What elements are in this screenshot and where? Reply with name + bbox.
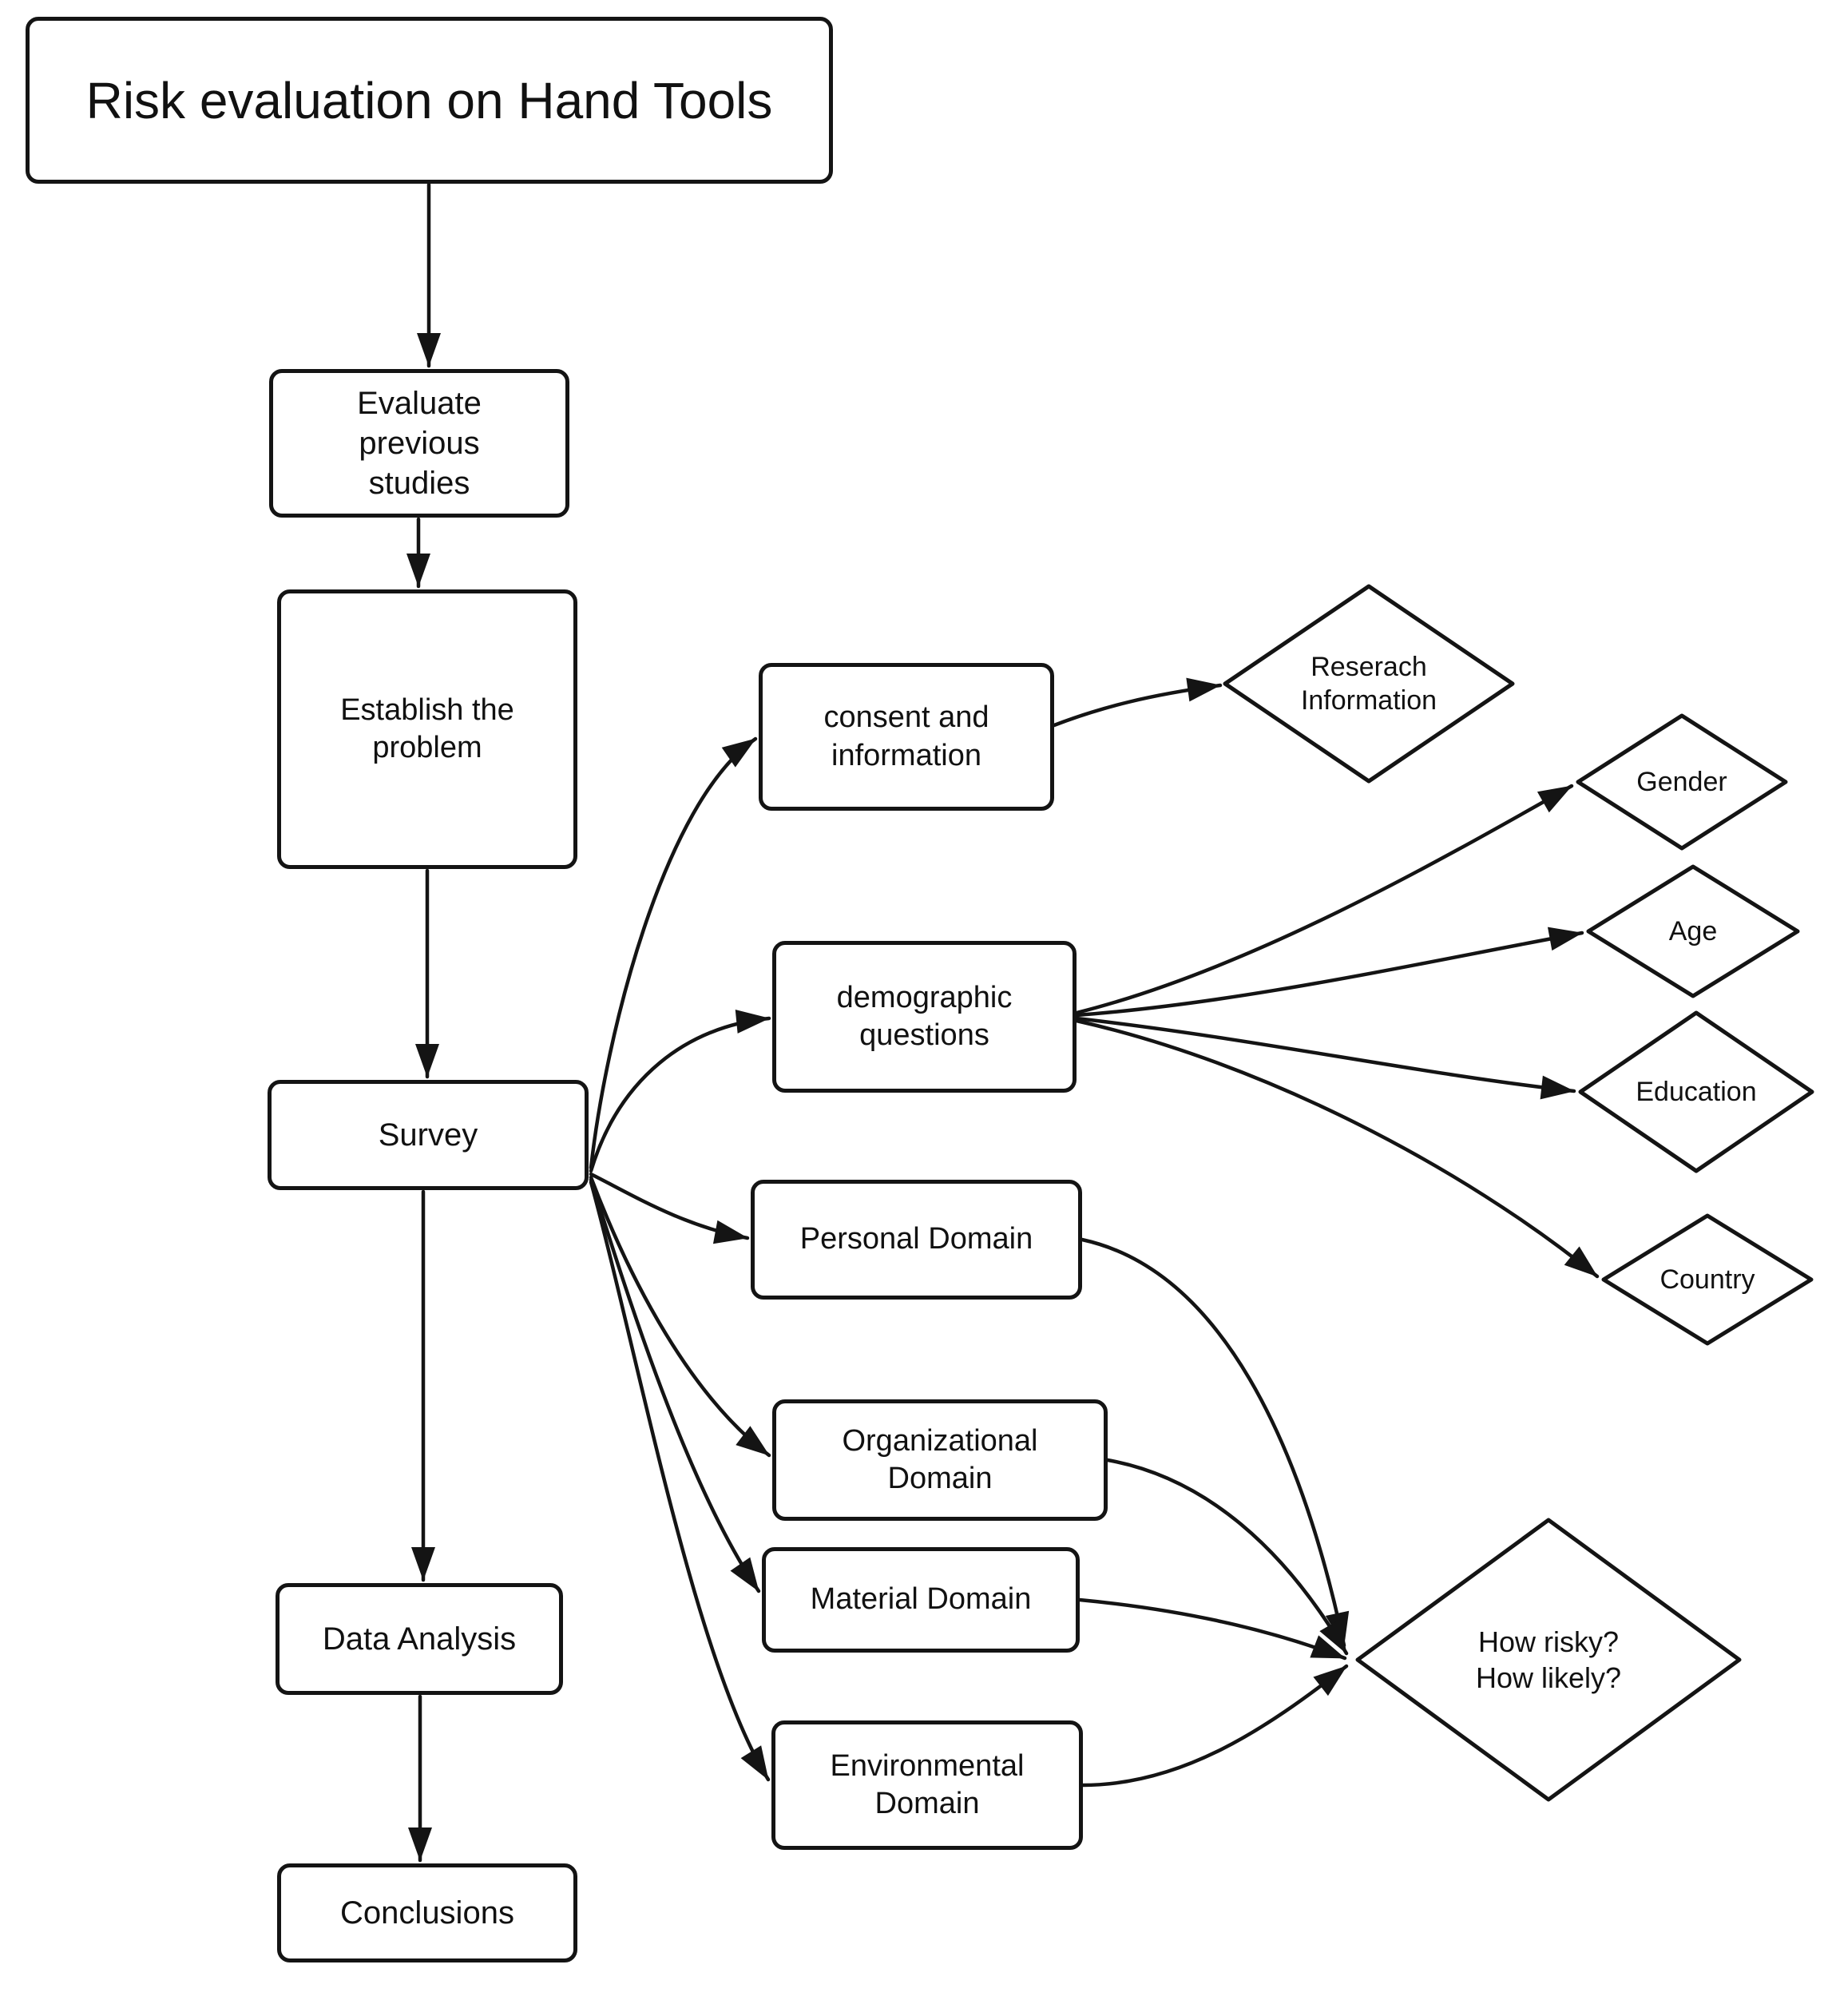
node-organizational-label: Organizational Domain <box>842 1423 1038 1496</box>
edge-demographic-education <box>1074 1016 1576 1100</box>
node-gender-label: Gender <box>1636 766 1727 797</box>
node-research-information: Reserach Information <box>1221 582 1517 785</box>
node-research-information-label: Reserach Information <box>1300 651 1437 716</box>
node-personal-label: Personal Domain <box>799 1222 1033 1256</box>
node-how-risky-label: How risky? How likely? <box>1475 1625 1622 1694</box>
edge-demographic-gender <box>1074 784 1574 1015</box>
node-establish-the-problem: Establish the problem <box>277 589 577 869</box>
edge-survey-consent <box>589 736 758 1170</box>
node-demographic-questions: demographic questions <box>772 941 1077 1093</box>
how-risky-diamond-shape <box>1355 1518 1742 1802</box>
education-diamond-shape <box>1578 1010 1814 1173</box>
node-country-label: Country <box>1659 1264 1755 1295</box>
node-conclusions-label: Conclusions <box>340 1895 514 1931</box>
edge-environmental-howrisky <box>1081 1664 1349 1788</box>
gender-diamond-shape <box>1576 713 1788 851</box>
edge-material-howrisky <box>1077 1597 1347 1661</box>
node-age: Age <box>1584 863 1802 1000</box>
node-gender: Gender <box>1574 712 1790 852</box>
edge-survey-personal <box>589 1172 750 1244</box>
node-evaluate-label: Evaluate previous studies <box>357 386 482 501</box>
node-data-analysis-label: Data Analysis <box>322 1621 517 1657</box>
node-survey: Survey <box>268 1080 589 1190</box>
research-information-diamond-shape <box>1223 584 1515 784</box>
node-environmental-domain: Environmental Domain <box>771 1720 1083 1850</box>
edge-survey-environmental <box>589 1180 771 1782</box>
node-data-analysis: Data Analysis <box>276 1583 563 1695</box>
node-survey-label: Survey <box>378 1117 478 1153</box>
node-how-risky: How risky? How likely? <box>1354 1516 1743 1804</box>
node-conclusions: Conclusions <box>277 1863 577 1962</box>
node-evaluate-previous-studies: Evaluate previous studies <box>269 369 569 518</box>
edge-demographic-age <box>1074 927 1584 1018</box>
edge-consent-research <box>1052 677 1223 728</box>
node-material-domain: Material Domain <box>762 1547 1080 1653</box>
edge-survey-organizational <box>589 1175 771 1458</box>
edge-survey-demographic <box>589 1010 771 1173</box>
node-title-label: Risk evaluation on Hand Tools <box>85 71 773 129</box>
node-organizational-domain: Organizational Domain <box>772 1399 1108 1521</box>
country-diamond-shape <box>1601 1213 1814 1346</box>
age-diamond-shape <box>1586 864 1800 998</box>
edge-demographic-country <box>1074 1018 1600 1279</box>
node-country: Country <box>1600 1212 1815 1347</box>
edge-organizational-howrisky <box>1105 1458 1349 1656</box>
node-title: Risk evaluation on Hand Tools <box>26 17 833 184</box>
node-education: Education <box>1576 1009 1816 1175</box>
node-consent-and-information: consent and information <box>759 663 1054 811</box>
node-material-label: Material Domain <box>810 1582 1032 1617</box>
node-establish-label: Establish the problem <box>340 693 514 765</box>
edge-personal-howrisky <box>1080 1237 1350 1648</box>
node-personal-domain: Personal Domain <box>751 1180 1082 1300</box>
node-age-label: Age <box>1668 915 1718 946</box>
node-demographic-label: demographic questions <box>836 980 1013 1053</box>
edge-survey-material <box>589 1177 761 1593</box>
node-consent-label: consent and information <box>823 700 989 772</box>
node-education-label: Education <box>1636 1076 1757 1107</box>
node-environmental-label: Environmental Domain <box>830 1748 1025 1821</box>
